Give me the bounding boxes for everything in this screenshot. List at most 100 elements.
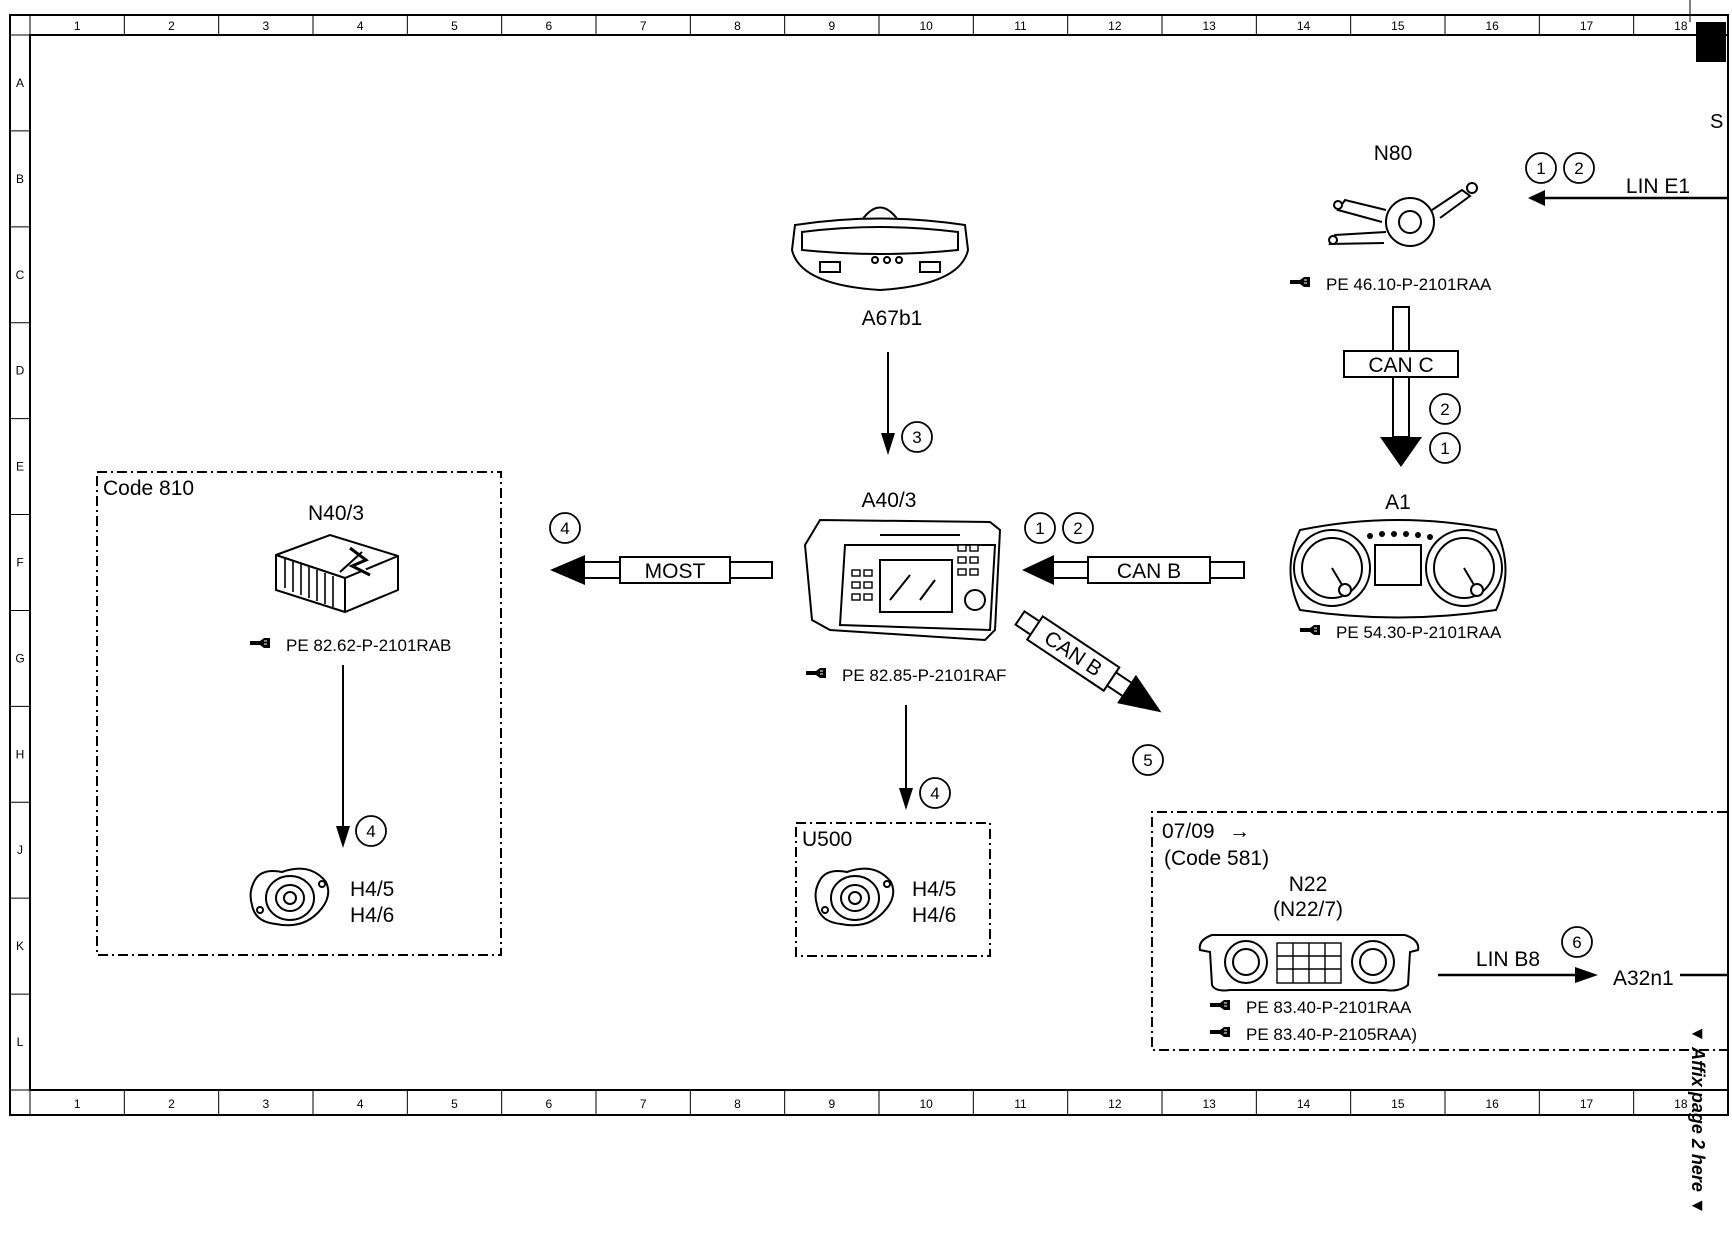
most-connection [550, 555, 773, 585]
column-ticks [29, 15, 1729, 1115]
column-number-14: 14 [1297, 1097, 1311, 1111]
column-number-2: 2 [168, 19, 175, 33]
column-number-11: 11 [1014, 19, 1027, 33]
code581-date-arrow: → [1229, 820, 1250, 843]
u500-speaker-line2: H4/6 [912, 904, 956, 927]
n80-ref: PE 46.10-P-2101RAA [1326, 275, 1492, 294]
n40-to-speaker-arrow [336, 665, 350, 848]
lin-e1-connection [1528, 190, 1727, 206]
a32n1-label: A32n1 [1613, 967, 1674, 990]
svg-text:1: 1 [1536, 159, 1545, 178]
column-number-15: 15 [1391, 1097, 1405, 1111]
n80-ref-icon [1289, 276, 1311, 288]
column-number-12: 12 [1108, 1097, 1122, 1111]
code810-speaker-line2: H4/6 [350, 904, 394, 927]
n22-ref-icon [1209, 999, 1231, 1011]
column-number-17: 17 [1580, 19, 1594, 33]
rearview-mirror-icon [790, 206, 970, 292]
can-c-label: CAN C [1368, 354, 1433, 377]
callout-a67-3: 3 [901, 421, 933, 453]
column-number-15: 15 [1391, 19, 1405, 33]
svg-text:1: 1 [1035, 519, 1044, 538]
column-number-6: 6 [545, 19, 552, 33]
affix-page-note: ▼ Affix page 2 here ▼ [1688, 1025, 1708, 1215]
svg-text:2: 2 [1440, 400, 1449, 419]
callout-most-4: 4 [549, 512, 581, 544]
n22-ref: PE 83.40-P-2101RAA [1246, 998, 1412, 1017]
svg-text:5: 5 [1143, 751, 1152, 770]
column-number-18: 18 [1674, 19, 1688, 33]
climate-control-panel-icon [1198, 934, 1420, 992]
most-label: MOST [645, 560, 706, 583]
n22-ref-alt-icon [1209, 1026, 1231, 1038]
callout-canc-2: 2 [1429, 393, 1461, 425]
column-number-13: 13 [1202, 19, 1216, 33]
svg-text:4: 4 [560, 519, 569, 538]
row-ticks [10, 34, 30, 1091]
svg-text:3: 3 [912, 428, 921, 447]
u500-speaker-line1: H4/5 [912, 878, 956, 901]
n40-3-ref-icon [249, 637, 271, 649]
steering-column-module-icon [1328, 182, 1478, 247]
lin-b8-label: LIN B8 [1476, 948, 1540, 971]
column-number-4: 4 [357, 19, 364, 33]
column-number-2: 2 [168, 1097, 175, 1111]
column-number-8: 8 [734, 1097, 741, 1111]
callout-n80-1: 1 [1525, 152, 1557, 184]
column-number-18: 18 [1674, 1097, 1688, 1111]
a1-ref: PE 54.30-P-2101RAA [1336, 623, 1502, 642]
instrument-cluster-icon [1289, 519, 1507, 619]
page-marker-block [1696, 22, 1726, 62]
row-letter-F: F [16, 556, 23, 570]
code810-speaker-line1: H4/5 [350, 878, 394, 901]
column-number-16: 16 [1485, 19, 1499, 33]
column-number-12: 12 [1108, 19, 1122, 33]
a67b1-to-a40-arrow [881, 352, 895, 455]
row-letter-A: A [16, 76, 24, 90]
a1-ref-icon [1299, 624, 1321, 636]
row-letter-J: J [17, 843, 23, 857]
column-number-4: 4 [357, 1097, 364, 1111]
svg-text:1: 1 [1440, 439, 1449, 458]
a40-3-label: A40/3 [862, 489, 917, 512]
column-number-7: 7 [640, 19, 647, 33]
n40-3-label: N40/3 [308, 502, 364, 525]
row-letter-E: E [16, 460, 24, 474]
column-number-6: 6 [545, 1097, 552, 1111]
code581-label: (Code 581) [1164, 847, 1269, 870]
row-letter-D: D [16, 364, 25, 378]
row-letter-H: H [16, 747, 25, 761]
n22-ref-alt: PE 83.40-P-2105RAA) [1246, 1025, 1417, 1044]
column-number-8: 8 [734, 19, 741, 33]
head-unit-icon [803, 518, 1002, 642]
corner-text: S [1710, 111, 1723, 133]
can-c-connection [1343, 306, 1459, 467]
column-number-1: 1 [74, 19, 81, 33]
n22-label: N22 [1289, 873, 1328, 896]
callout-u500-4: 4 [919, 777, 951, 809]
a1-label: A1 [1385, 491, 1411, 514]
amplifier-icon [275, 533, 399, 614]
lin-b8-connection [1438, 967, 1598, 983]
callout-canb-5: 5 [1132, 744, 1164, 776]
callout-n40-4: 4 [355, 815, 387, 847]
code581-box [1151, 811, 1727, 1051]
code581-date: 07/09 [1162, 820, 1215, 843]
column-number-10: 10 [919, 1097, 933, 1111]
column-number-9: 9 [828, 19, 835, 33]
column-number-7: 7 [640, 1097, 647, 1111]
speaker-icon [249, 867, 330, 927]
column-number-3: 3 [262, 19, 269, 33]
u500-box [795, 822, 991, 957]
a67b1-label: A67b1 [862, 307, 923, 330]
lin-e1-label: LIN E1 [1626, 175, 1690, 198]
callout-canc-1: 1 [1429, 432, 1461, 464]
can-b-connection-horizontal [1022, 555, 1245, 585]
column-number-11: 11 [1014, 1097, 1027, 1111]
row-letter-B: B [16, 172, 24, 186]
column-number-5: 5 [451, 1097, 458, 1111]
row-letter-L: L [17, 1035, 24, 1049]
column-number-14: 14 [1297, 19, 1311, 33]
row-letter-K: K [16, 939, 24, 953]
